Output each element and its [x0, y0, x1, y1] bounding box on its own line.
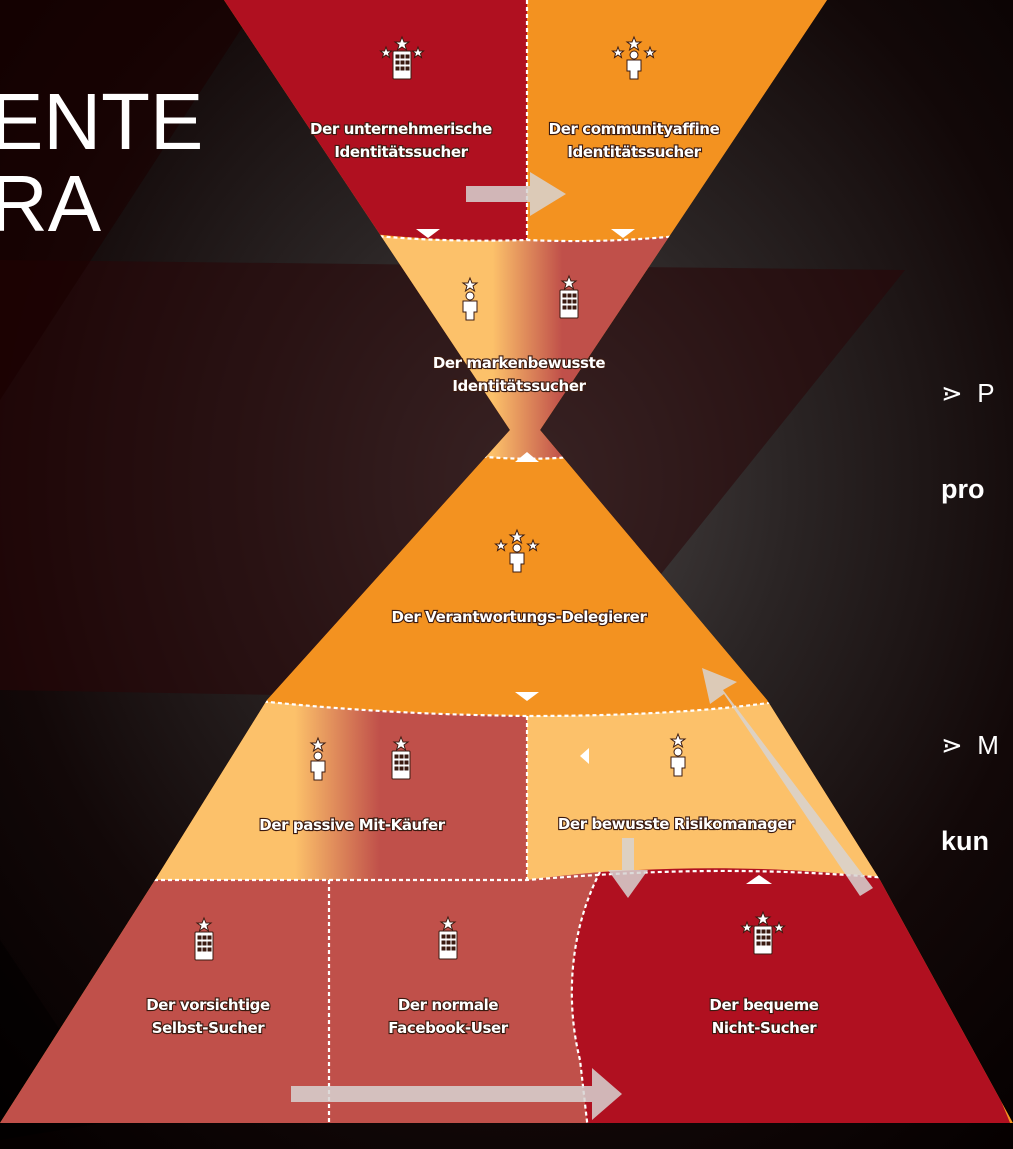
- divider-line: [249, 698, 791, 718]
- side-bullet-2: ⋗ M: [941, 730, 999, 761]
- segment-label: Der passive Mit-Käufer: [259, 816, 445, 834]
- triangle-left-icon: [580, 748, 589, 764]
- person-star-icon: [309, 736, 327, 781]
- flow-arrows: [291, 172, 873, 1120]
- segment-facebook-bg: [329, 872, 600, 1123]
- building-stars-icon: [740, 910, 786, 955]
- segment-unternehmerische-bg: [224, 0, 527, 241]
- side-bullet-1: ⋗ P: [941, 378, 995, 409]
- segment-label: Facebook-User: [388, 1019, 509, 1037]
- segment-label: Der vorsichtige: [146, 996, 270, 1014]
- triangle-down-icon: [416, 229, 440, 238]
- direction-markers: [416, 229, 772, 884]
- building-stars-icon: [379, 35, 425, 80]
- segment-label: Der Verantwortungs-Delegierer: [392, 608, 648, 626]
- triangle-up-icon: [515, 452, 539, 462]
- segment-label: Der normale: [398, 996, 499, 1014]
- side-bullet-2-bold: kun: [941, 826, 990, 856]
- segment-communityaffine-bg: [527, 0, 827, 242]
- segment-label: Identitätssucher: [567, 143, 701, 161]
- background-shape: [0, 260, 905, 700]
- arrow-right-icon: [466, 172, 566, 216]
- segment-label: Der bewusste Risikomanager: [558, 815, 795, 833]
- triangle-down-icon: [611, 229, 635, 238]
- segment-label: Identitätssucher: [334, 143, 468, 161]
- building-star-icon: [194, 916, 214, 961]
- side-bullet-1-bold: pro: [941, 474, 985, 504]
- bullet-arrow-icon: ⋗: [941, 378, 963, 408]
- triangle-up-icon: [746, 875, 772, 884]
- segment-label: Selbst-Sucher: [152, 1019, 266, 1037]
- segment-label: Der bequeme: [709, 996, 818, 1014]
- person-stars-icon: [494, 528, 540, 573]
- segment-labels: Der unternehmerische Identitätssucher De…: [145, 119, 820, 1038]
- side-bullet-2-text: M: [977, 730, 999, 760]
- segment-bequeme-bg: [571, 868, 1013, 1123]
- person-star-icon: [669, 732, 687, 777]
- person-stars-icon: [611, 35, 657, 80]
- segment-label: Der unternehmerische: [310, 120, 492, 138]
- divider-line: [309, 226, 746, 243]
- segment-label: Der communityaffine: [549, 120, 720, 138]
- arrow-right-icon: [291, 1068, 622, 1120]
- segment-label: Nicht-Sucher: [712, 1019, 817, 1037]
- person-star-icon: [461, 276, 479, 321]
- triangle-down-icon: [515, 692, 539, 701]
- segment-icons: [194, 35, 786, 961]
- building-star-icon: [391, 735, 411, 780]
- page-title-line-2: RA: [0, 159, 102, 248]
- page-title-line-1: ENTE: [0, 77, 204, 166]
- segment-label: Der markenbewusste: [433, 354, 605, 372]
- side-bullet-1-text: P: [977, 378, 995, 408]
- arrow-down-icon: [608, 838, 648, 898]
- building-star-icon: [559, 274, 579, 319]
- background-shape: [0, 0, 260, 400]
- bullet-arrow-icon: ⋗: [941, 730, 963, 760]
- arrow-up-icon: [702, 668, 873, 896]
- building-star-icon: [438, 915, 458, 960]
- segment-label: Identitätssucher: [452, 377, 586, 395]
